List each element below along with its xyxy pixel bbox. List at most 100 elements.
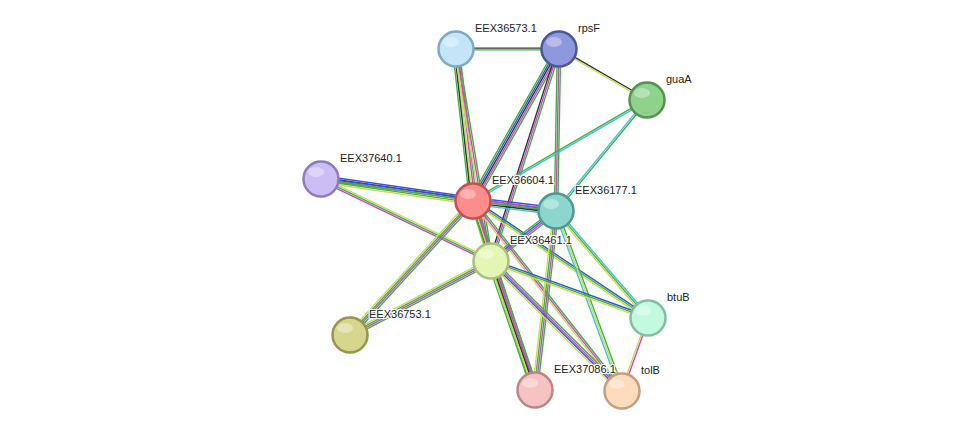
interaction-edge <box>479 63 553 187</box>
evidence-line <box>506 272 611 377</box>
evidence-line <box>474 47 541 48</box>
evidence-line <box>574 59 631 92</box>
node-highlight <box>460 189 476 199</box>
protein-label: EEX37640.1 <box>340 152 402 165</box>
node-fill <box>439 32 474 67</box>
node-fill <box>333 318 368 353</box>
node-highlight <box>634 88 650 98</box>
protein-node: EEX36573.1 <box>437 30 475 68</box>
evidence-line <box>483 66 551 187</box>
evidence-line <box>455 67 468 183</box>
node-fill <box>631 301 666 336</box>
interaction-edge <box>567 113 636 197</box>
protein-node: EEX37640.1 <box>302 160 340 198</box>
protein-label: tolB <box>641 364 660 377</box>
node-circle <box>603 372 641 410</box>
node-circle <box>437 30 475 68</box>
evidence-line <box>535 229 552 372</box>
protein-node: EEX36753.1 <box>331 316 369 354</box>
protein-node: EEX36461.1 <box>472 242 510 280</box>
protein-label: EEX36461.1 <box>510 234 572 247</box>
node-highlight <box>308 167 324 177</box>
evidence-line <box>508 267 631 312</box>
protein-label: rpsF <box>578 22 600 35</box>
protein-node: guaA <box>628 81 666 119</box>
protein-label: EEX36604.1 <box>492 174 554 187</box>
evidence-line <box>488 108 631 191</box>
protein-node: EEX36604.1 <box>454 182 492 220</box>
node-highlight <box>546 37 562 47</box>
node-fill <box>542 32 577 67</box>
evidence-line <box>482 65 550 186</box>
node-highlight <box>543 199 559 209</box>
evidence-line <box>536 229 553 372</box>
node-fill <box>518 373 553 408</box>
evidence-line <box>339 178 455 195</box>
node-circle <box>331 316 369 354</box>
evidence-line <box>489 110 632 193</box>
evidence-line <box>627 335 641 374</box>
interaction-edge <box>561 227 618 374</box>
node-highlight <box>635 306 651 316</box>
node-circle <box>454 182 492 220</box>
node-circle <box>629 299 667 337</box>
evidence-line <box>509 266 632 311</box>
node-circle <box>540 30 578 68</box>
evidence-line <box>538 229 555 372</box>
protein-label: btuB <box>667 291 690 304</box>
evidence-line <box>490 207 537 213</box>
interaction-edge <box>490 200 538 212</box>
interaction-edge <box>574 57 632 91</box>
node-circle <box>628 81 666 119</box>
node-highlight <box>478 249 494 259</box>
evidence-line <box>564 227 618 373</box>
node-fill <box>304 162 339 197</box>
protein-label: guaA <box>666 73 692 86</box>
protein-node: rpsF <box>540 30 578 68</box>
evidence-line <box>629 335 643 374</box>
node-circle <box>516 371 554 409</box>
evidence-line <box>367 272 476 329</box>
node-circle <box>537 192 575 230</box>
protein-label: EEX37086.1 <box>554 363 616 376</box>
protein-label: EEX36753.1 <box>369 308 431 321</box>
evidence-line <box>362 214 461 321</box>
evidence-line <box>474 49 541 50</box>
evidence-line <box>480 64 548 185</box>
protein-node: EEX37086.1 <box>516 371 554 409</box>
evidence-line <box>500 277 532 372</box>
interaction-edge <box>360 213 462 324</box>
node-fill <box>630 83 665 118</box>
evidence-line <box>366 269 475 326</box>
node-highlight <box>443 37 459 47</box>
node-fill <box>474 244 509 279</box>
protein-label: EEX36177.1 <box>575 184 637 197</box>
evidence-line <box>363 215 462 322</box>
interaction-edge <box>365 267 476 329</box>
interaction-edge <box>474 48 541 50</box>
evidence-line <box>540 229 557 372</box>
evidence-line <box>339 182 538 209</box>
protein-label: EEX36573.1 <box>475 22 537 35</box>
protein-node: btuB <box>629 299 667 337</box>
interaction-edge <box>627 335 643 375</box>
node-circle <box>302 160 340 198</box>
interaction-edge <box>555 67 561 193</box>
interaction-edge <box>455 67 475 184</box>
interaction-edge <box>488 108 632 192</box>
evidence-line <box>364 216 463 323</box>
interaction-edge <box>507 266 631 314</box>
evidence-line <box>494 279 526 374</box>
node-fill <box>605 374 640 409</box>
evidence-line <box>575 57 632 90</box>
protein-node: EEX36177.1 <box>537 192 575 230</box>
node-fill <box>539 194 574 229</box>
evidence-line <box>485 214 612 376</box>
node-fill <box>456 184 491 219</box>
node-highlight <box>609 379 625 389</box>
evidence-line <box>504 273 609 378</box>
protein-node: tolB <box>603 372 641 410</box>
node-highlight <box>522 378 538 388</box>
evidence-line <box>568 114 636 197</box>
